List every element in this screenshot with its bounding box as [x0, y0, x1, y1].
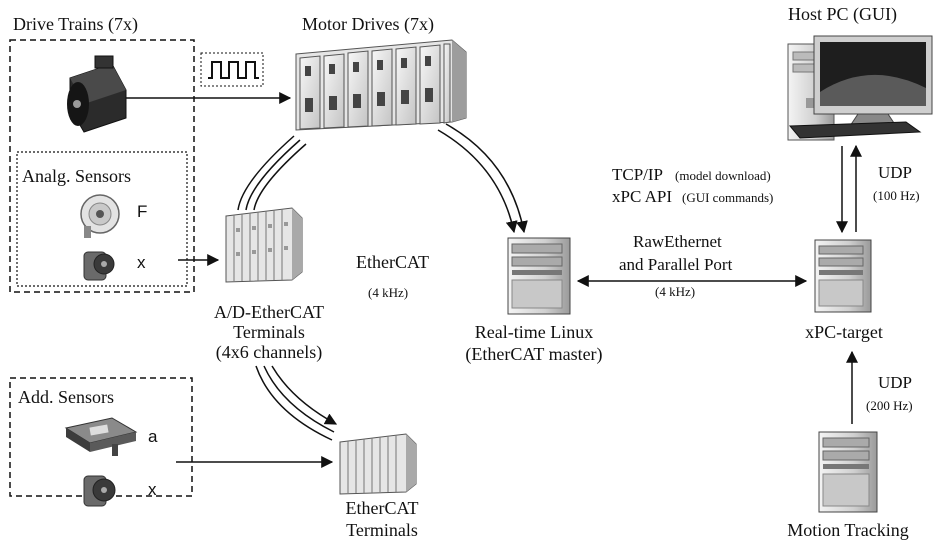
motion-tracking-pc-icon [818, 431, 878, 513]
ethercat-link-ad-terminals-3 [271, 365, 338, 425]
sensor-x2-label: x [148, 480, 157, 499]
xpc-target-pc-icon [814, 239, 872, 313]
ad-terminals-label-2: Terminals [233, 322, 305, 342]
host-pc-icon [787, 35, 933, 141]
xpc-target-label: xPC-target [805, 322, 883, 342]
realtime-linux-pc-icon [507, 237, 571, 315]
udp-bottom-rate: (200 Hz) [866, 398, 913, 413]
ad-terminals-label-3: (4x6 channels) [216, 342, 322, 363]
additional-sensors-label: Add. Sensors [18, 387, 114, 407]
ethercat-link-drives-ad-3 [253, 143, 307, 211]
tcpip-note: (model download) [675, 168, 771, 183]
ethercat-link-drives-ad-2 [245, 139, 301, 211]
tcpip-label: TCP/IP [612, 165, 663, 184]
connections [126, 92, 862, 468]
motor-drives-icon [295, 39, 467, 131]
udp-top-rate: (100 Hz) [873, 188, 920, 203]
ethercat-terminals-icon [339, 433, 417, 495]
analog-sensors-group-box [16, 151, 188, 287]
sensor-a-label: a [148, 427, 158, 446]
ethercat-label: EtherCAT [356, 252, 429, 272]
ad-terminals-label-1: A/D-EtherCAT [214, 302, 324, 322]
raw-rate: (4 kHz) [655, 284, 695, 299]
sensor-f-label: F [137, 202, 147, 221]
motor-drives-label: Motor Drives (7x) [302, 14, 434, 35]
servo-motor-icon [67, 55, 127, 133]
force-sensor-icon [80, 194, 120, 238]
drive-trains-group-box [9, 39, 195, 293]
ethercat-link-drives-ad-1 [237, 135, 295, 211]
ad-ethercat-terminals-icon [225, 207, 303, 283]
udp-bottom-label: UDP [878, 373, 912, 392]
xpc-api-note: (GUI commands) [682, 190, 773, 205]
ethercat-link-drives-linux-1 [437, 129, 518, 234]
motion-tracking-label: Motion Tracking [787, 520, 909, 540]
pwm-signal-icon [200, 52, 264, 87]
ethercat-link-ad-terminals-1 [255, 365, 333, 441]
analog-sensors-label: Analg. Sensors [22, 166, 131, 186]
position-sensor-2-icon [83, 475, 116, 507]
accelerometer-icon [64, 417, 138, 456]
parallel-port-label: and Parallel Port [619, 255, 733, 274]
rawethernet-label: RawEthernet [633, 232, 722, 251]
xpc-api-label: xPC API [612, 187, 672, 206]
ethercat-terminals-label-1: EtherCAT [346, 498, 419, 518]
ethercat-link-ad-terminals-2 [263, 365, 335, 433]
host-pc-label: Host PC (GUI) [788, 4, 897, 25]
rt-linux-label-1: Real-time Linux [475, 322, 593, 342]
ethercat-link-drives-linux-2 [445, 123, 528, 234]
position-sensor-icon [83, 251, 115, 281]
ethercat-rate: (4 kHz) [368, 285, 408, 300]
drive-trains-label: Drive Trains (7x) [13, 14, 138, 35]
udp-top-label: UDP [878, 163, 912, 182]
sensor-x-label: x [137, 253, 146, 272]
ethercat-terminals-label-2: Terminals [346, 520, 418, 540]
rt-linux-label-2: (EtherCAT master) [465, 344, 602, 365]
